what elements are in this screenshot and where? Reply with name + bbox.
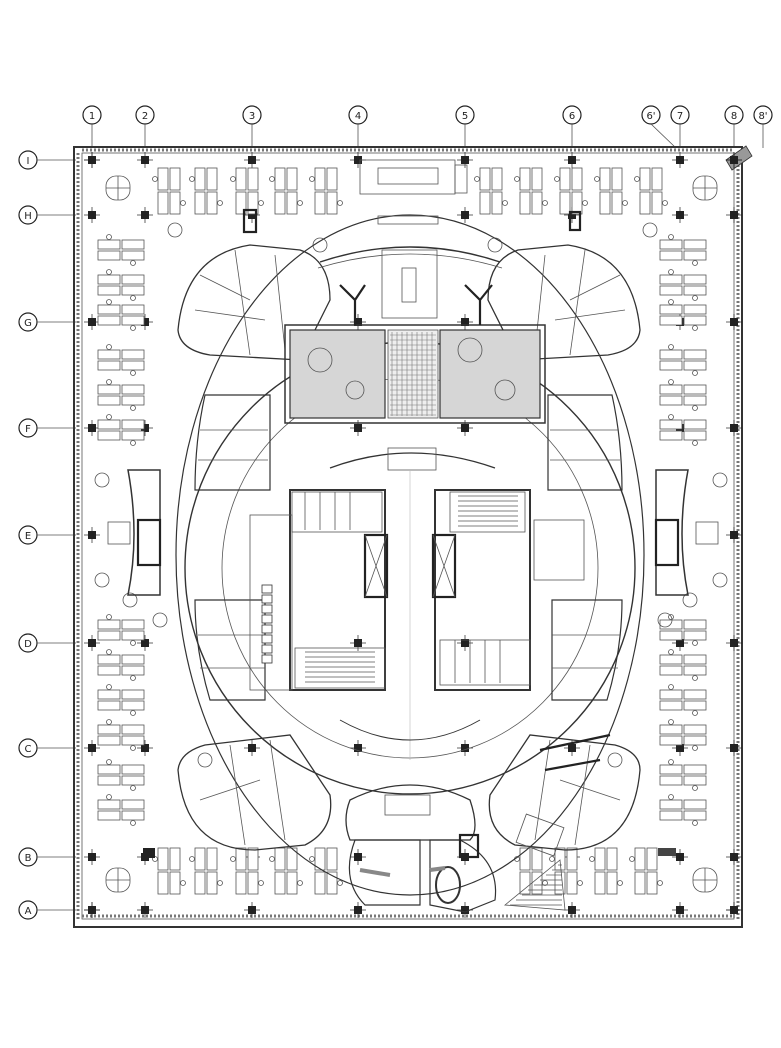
row-label: E <box>25 531 31 542</box>
row-label: B <box>25 853 32 864</box>
entry-area <box>345 784 566 913</box>
column-label: 6 <box>569 111 575 122</box>
building-perimeter <box>73 145 753 928</box>
column-grid-bubbles: 1 2 3 4 5 6 6' 7 8 8' <box>82 105 773 125</box>
column-label: 8' <box>758 111 767 122</box>
row-label: D <box>24 639 32 650</box>
column-label: 6' <box>646 111 655 122</box>
column-bubble-1: 1 <box>82 105 102 125</box>
column-label: 7 <box>677 111 683 122</box>
grid-lines <box>37 123 764 911</box>
row-bubble-7: C <box>18 738 38 758</box>
column-bubble-10: 8' <box>753 105 773 125</box>
row-bubble-5: E <box>18 525 38 545</box>
building-core <box>249 447 585 760</box>
column-label: 1 <box>89 111 95 122</box>
row-bubble-3: G <box>18 312 38 332</box>
row-label: F <box>25 424 31 435</box>
row-bubble-2: H <box>18 205 38 225</box>
row-label: A <box>25 906 32 917</box>
column-bubble-3: 3 <box>242 105 262 125</box>
row-label: H <box>24 211 32 222</box>
row-label: C <box>25 744 32 755</box>
row-label: G <box>24 318 32 329</box>
column-bubble-6: 6 <box>562 105 582 125</box>
row-grid-bubbles: I H G F E D C B A <box>18 150 38 920</box>
side-stair-cores <box>107 469 719 596</box>
column-bubble-4: 4 <box>348 105 368 125</box>
row-bubble-1: I <box>18 150 38 170</box>
column-label: 8 <box>731 111 737 122</box>
row-label: I <box>27 156 30 167</box>
column-bubble-7: 6' <box>641 105 661 125</box>
column-label: 4 <box>355 111 361 122</box>
column-bubble-2: 2 <box>135 105 155 125</box>
row-bubble-8: B <box>18 847 38 867</box>
column-bubble-9: 8 <box>724 105 744 125</box>
column-bubble-8: 7 <box>670 105 690 125</box>
top-conference-area <box>143 159 676 858</box>
open-office-workstations <box>94 167 728 895</box>
column-label: 3 <box>249 111 255 122</box>
column-label: 5 <box>462 111 468 122</box>
atrium-garden <box>284 246 546 424</box>
central-circular-office-ring <box>175 214 645 896</box>
row-bubble-4: F <box>18 418 38 438</box>
row-bubble-9: A <box>18 900 38 920</box>
column-bubble-5: 5 <box>455 105 475 125</box>
column-label: 2 <box>142 111 148 122</box>
row-bubble-6: D <box>18 633 38 653</box>
